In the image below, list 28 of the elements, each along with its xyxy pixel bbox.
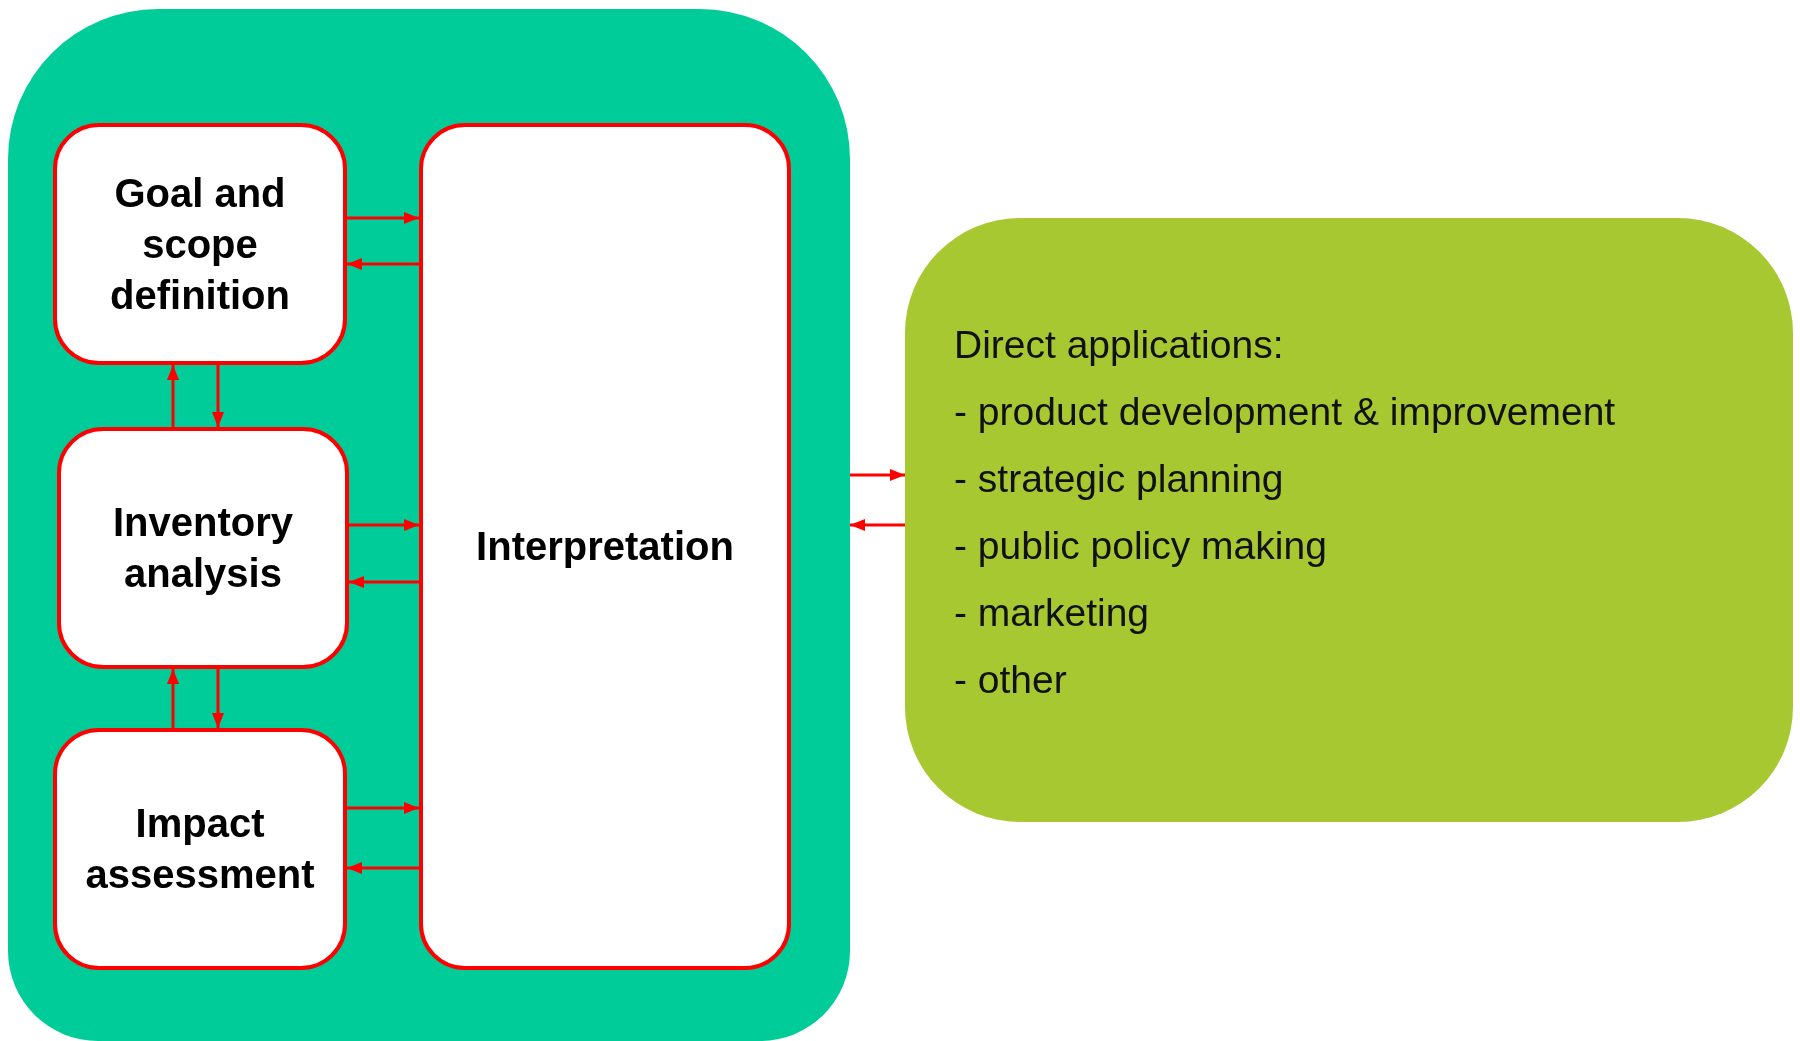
list-item: - other xyxy=(954,657,1067,703)
arrow xyxy=(167,365,179,427)
arrow xyxy=(349,576,419,588)
process-box xyxy=(419,123,791,970)
process-box xyxy=(53,728,347,970)
arrow xyxy=(850,469,905,481)
list-item: - strategic planning xyxy=(954,456,1284,502)
box-label: Goal and scope definition xyxy=(109,169,291,319)
list-item: - marketing xyxy=(954,590,1150,636)
arrow xyxy=(347,862,419,874)
arrow xyxy=(347,212,419,224)
list-heading: Direct applications: xyxy=(954,322,1284,368)
arrow xyxy=(347,258,419,270)
arrow xyxy=(347,802,419,814)
application-panel xyxy=(905,218,1793,822)
container-background xyxy=(8,9,850,1041)
arrow xyxy=(850,519,905,531)
process-box xyxy=(53,123,347,365)
arrow xyxy=(212,365,224,427)
arrow xyxy=(212,669,224,728)
box-label: Interpretation xyxy=(476,523,734,570)
list-item: - product development & improvement xyxy=(954,389,1616,435)
list-item: - public policy making xyxy=(954,523,1327,569)
process-box xyxy=(57,427,349,669)
box-label: Impact assessment xyxy=(84,800,316,898)
arrow xyxy=(349,519,419,531)
arrow xyxy=(167,669,179,728)
box-label: Inventory analysis xyxy=(111,499,294,597)
